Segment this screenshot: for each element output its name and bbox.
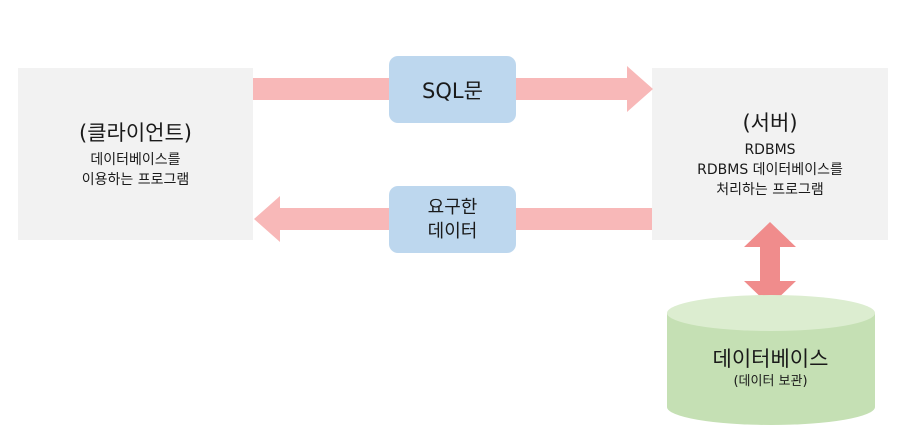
client-description-line-1: 데이터베이스를: [90, 152, 181, 168]
database-label: 데이터베이스 (데이터 보관): [667, 345, 874, 391]
double-arrow-shape: [744, 222, 796, 306]
server-description-line-3: 처리하는 프로그램: [716, 182, 824, 198]
server-box: (서버) RDBMS RDBMS 데이터베이스를 처리하는 프로그램: [652, 68, 888, 240]
client-title: (클라이언트): [79, 121, 192, 145]
database-cylinder-top: [667, 295, 875, 331]
database-cylinder: [667, 295, 875, 425]
requested-data-line-1: 요구한: [427, 196, 478, 218]
database-cylinder-body: [667, 313, 875, 425]
database-subtitle: (데이터 보관): [733, 374, 808, 389]
client-box: (클라이언트) 데이터베이스를 이용하는 프로그램: [18, 68, 253, 240]
server-title: (서버): [742, 111, 798, 135]
client-description-line-2: 이용하는 프로그램: [81, 172, 190, 188]
server-description-line-1: RDBMS: [744, 142, 796, 158]
sql-statement-text: SQL문: [422, 78, 483, 103]
sql-statement-label: SQL문: [389, 56, 516, 123]
server-description-line-2: RDBMS 데이터베이스를: [697, 162, 843, 178]
requested-data-line-2: 데이터: [427, 220, 478, 242]
server-database-double-arrow: [744, 222, 796, 306]
requested-data-label: 요구한 데이터: [389, 186, 516, 253]
database-title: 데이터베이스: [712, 347, 829, 371]
